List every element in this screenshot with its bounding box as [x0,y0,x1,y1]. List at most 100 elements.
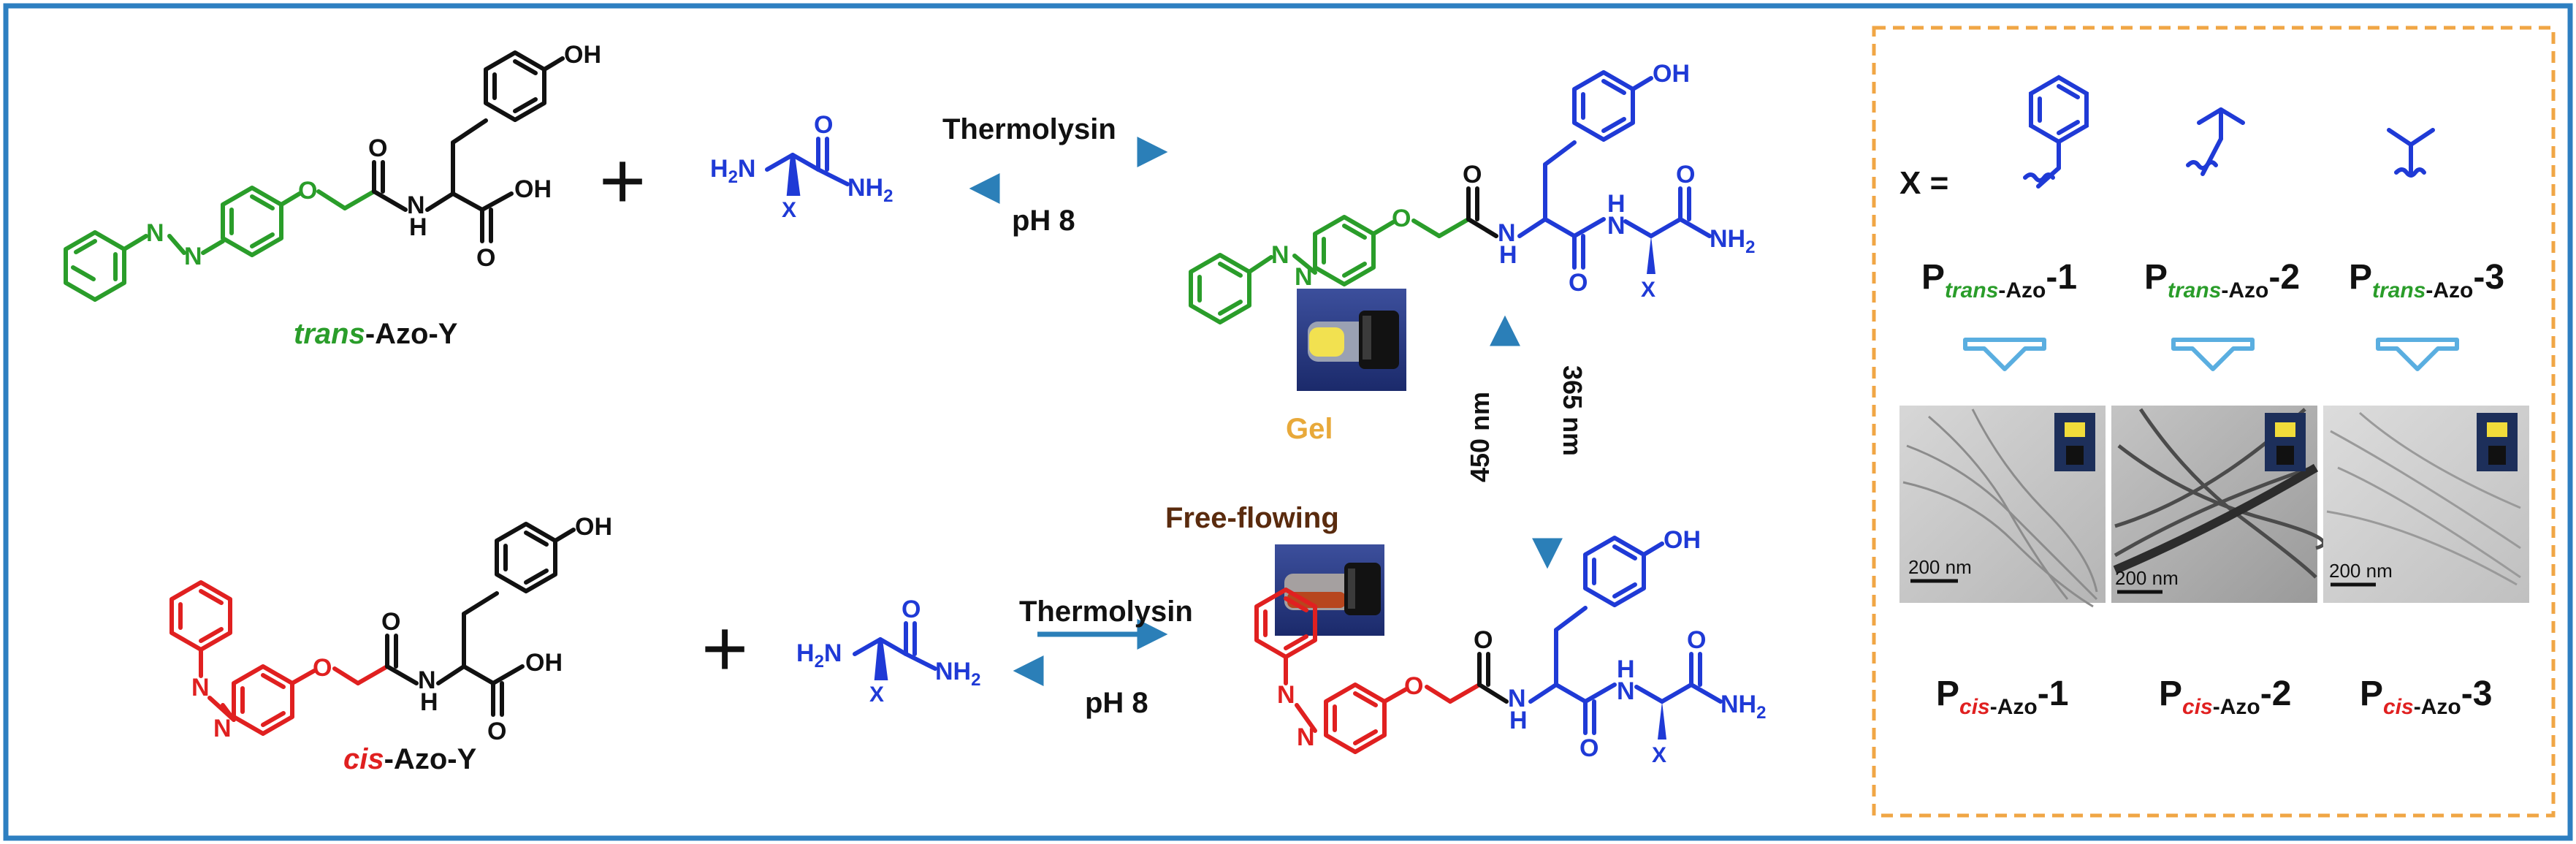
h2n-label-bottom: H2N [796,639,842,672]
o-label-aa-top: O [814,111,833,139]
scale-bar-label-3: 200 nm [2329,560,2393,582]
ring-phenyl-top [64,230,126,302]
p-trans-label-3: Ptrans-Azo-3 [2349,258,2504,303]
azo-y-suffix-top: -Azo-Y [365,318,458,350]
h2n-label-top: H2N [710,155,755,187]
gel-label: Gel [1286,413,1333,445]
o-label-ether-bottom: O [313,654,332,682]
cis-prefix: cis [343,743,384,775]
ring-tyrosine-top [484,50,546,122]
n-label-azo1-bottom: N [191,674,210,702]
ph-label-top: pH 8 [1012,205,1075,237]
x-equals-label: X = [1899,165,1948,201]
n-label-azo2-bottom: N [213,715,232,742]
o-label-carbonyl-bottom: O [487,718,506,745]
trans-prefix: trans [294,318,365,350]
p-trans-label-1: Ptrans-Azo-1 [1921,258,2077,303]
o-label-amide-top: O [368,134,387,162]
n-label-nh1-tp: N [1498,219,1516,247]
ring-tyrosine-tp [1572,70,1635,142]
n-label-azo1-tp: N [1271,241,1289,269]
block-arrow-2 [2171,338,2255,371]
block-arrow-1 [1963,338,2046,371]
azo-y-suffix-bottom: -Azo-Y [384,743,477,775]
o-label-amide-bottom: O [381,608,400,636]
amino-amide-top [765,137,850,196]
ph-label-bottom: pH 8 [1085,687,1148,719]
h-label-nh1-tp: H [1499,241,1517,269]
amino-amide-bottom [853,621,937,680]
tem-image-3: 200 nm [2323,406,2529,603]
label-365nm: 365 nm [1558,365,1588,456]
o-label-carbonyl-bp: O [1579,734,1598,762]
n-label-azo2-bp: N [1297,723,1315,751]
o-label-ether-bp: O [1404,672,1423,700]
oh-label-tyr-top: OH [564,41,601,69]
ring-tyrosine-bottom [495,522,557,593]
scale-bar-label-1: 200 nm [1908,556,1972,578]
substituent-isopropyl [2387,128,2435,178]
n-label-nh1-bp: N [1508,685,1526,712]
h-label-nh-bottom: H [420,688,438,716]
n-label-azo2-top: N [184,243,202,270]
tem-image-1: 200 nm [1899,406,2106,608]
p-trans-label-2: Ptrans-Azo-2 [2144,258,2300,303]
ring-phenylene-top [221,186,283,257]
n-label-nh-top: N [407,191,425,219]
plus-bottom: + [701,604,748,693]
plus-top: + [599,136,646,226]
ring-tyrosine-bp [1583,536,1646,607]
o-label-aa-bottom: O [902,596,921,623]
x-label-aa-bottom: X [869,683,884,707]
oh-label-acid-bottom: OH [525,649,563,677]
x-label-aa-top: X [782,198,796,222]
nh2-label-bottom: NH2 [935,658,980,690]
x-label-tp: X [1641,278,1655,302]
o-label-ether-tp: O [1392,205,1411,232]
h-label-nh2-tp: H [1607,190,1626,218]
n-label-azo1-top: N [146,219,164,247]
thermolysin-label-top: Thermolysin [942,113,1116,145]
n-label-azo2-tp: N [1295,263,1313,291]
n-label-nh2-tp: N [1607,212,1626,240]
trans-azo-y-label: trans-Azo-Y [294,318,458,350]
n-label-azo1-bp: N [1277,681,1295,709]
side-panel-dashed-box [1872,26,2556,818]
oh-label-tp: OH [1653,60,1690,88]
cis-azo-y-label: cis-Azo-Y [343,743,477,775]
ring-phenylene-tp [1313,215,1376,286]
nh2-label-top: NH2 [847,174,893,206]
free-flowing-vial-photo [1275,544,1384,636]
n-label-nh2-bp: N [1617,677,1635,705]
oh-label-bp: OH [1664,526,1701,554]
cis-azo-y-molecule [169,522,576,736]
o-label-carbonyl-top: O [476,244,495,272]
substituent-isobutyl [2186,107,2245,176]
trans-product-molecule [1189,70,1712,324]
ring-phenyl-bp [1254,588,1317,659]
o-label-amide-tp: O [1463,161,1482,189]
cis-product-molecule [1254,536,1723,754]
p-cis-label-3: Pcis-Azo-3 [2360,674,2492,719]
p-cis-label-1: Pcis-Azo-1 [1936,674,2068,719]
o-label-carbonyl-tp: O [1569,269,1588,297]
oh-label-acid-top: OH [514,175,552,203]
scale-bar-label-2: 200 nm [2115,567,2179,589]
x-label-bp: X [1652,743,1666,767]
h-label-nh-top: H [409,213,427,241]
gel-vial-photo [1297,289,1406,391]
block-arrow-3 [2376,338,2459,371]
ring-phenylene-bottom [232,664,294,736]
ring-phenyl-tp [1189,253,1251,324]
tem-image-2: 200 nm [2111,406,2326,603]
ring-phenyl-bottom [169,580,232,652]
ring-phenylene-bp [1324,683,1387,754]
trans-azo-y-molecule [64,50,565,302]
label-450nm: 450 nm [1465,392,1495,482]
thermolysin-label-bottom: Thermolysin [1019,596,1193,628]
substituent-benzyl [2023,75,2089,189]
o-label-ether-top: O [298,177,317,205]
h-label-nh1-bp: H [1509,707,1528,734]
oh-label-tyr-bottom: OH [575,513,612,541]
